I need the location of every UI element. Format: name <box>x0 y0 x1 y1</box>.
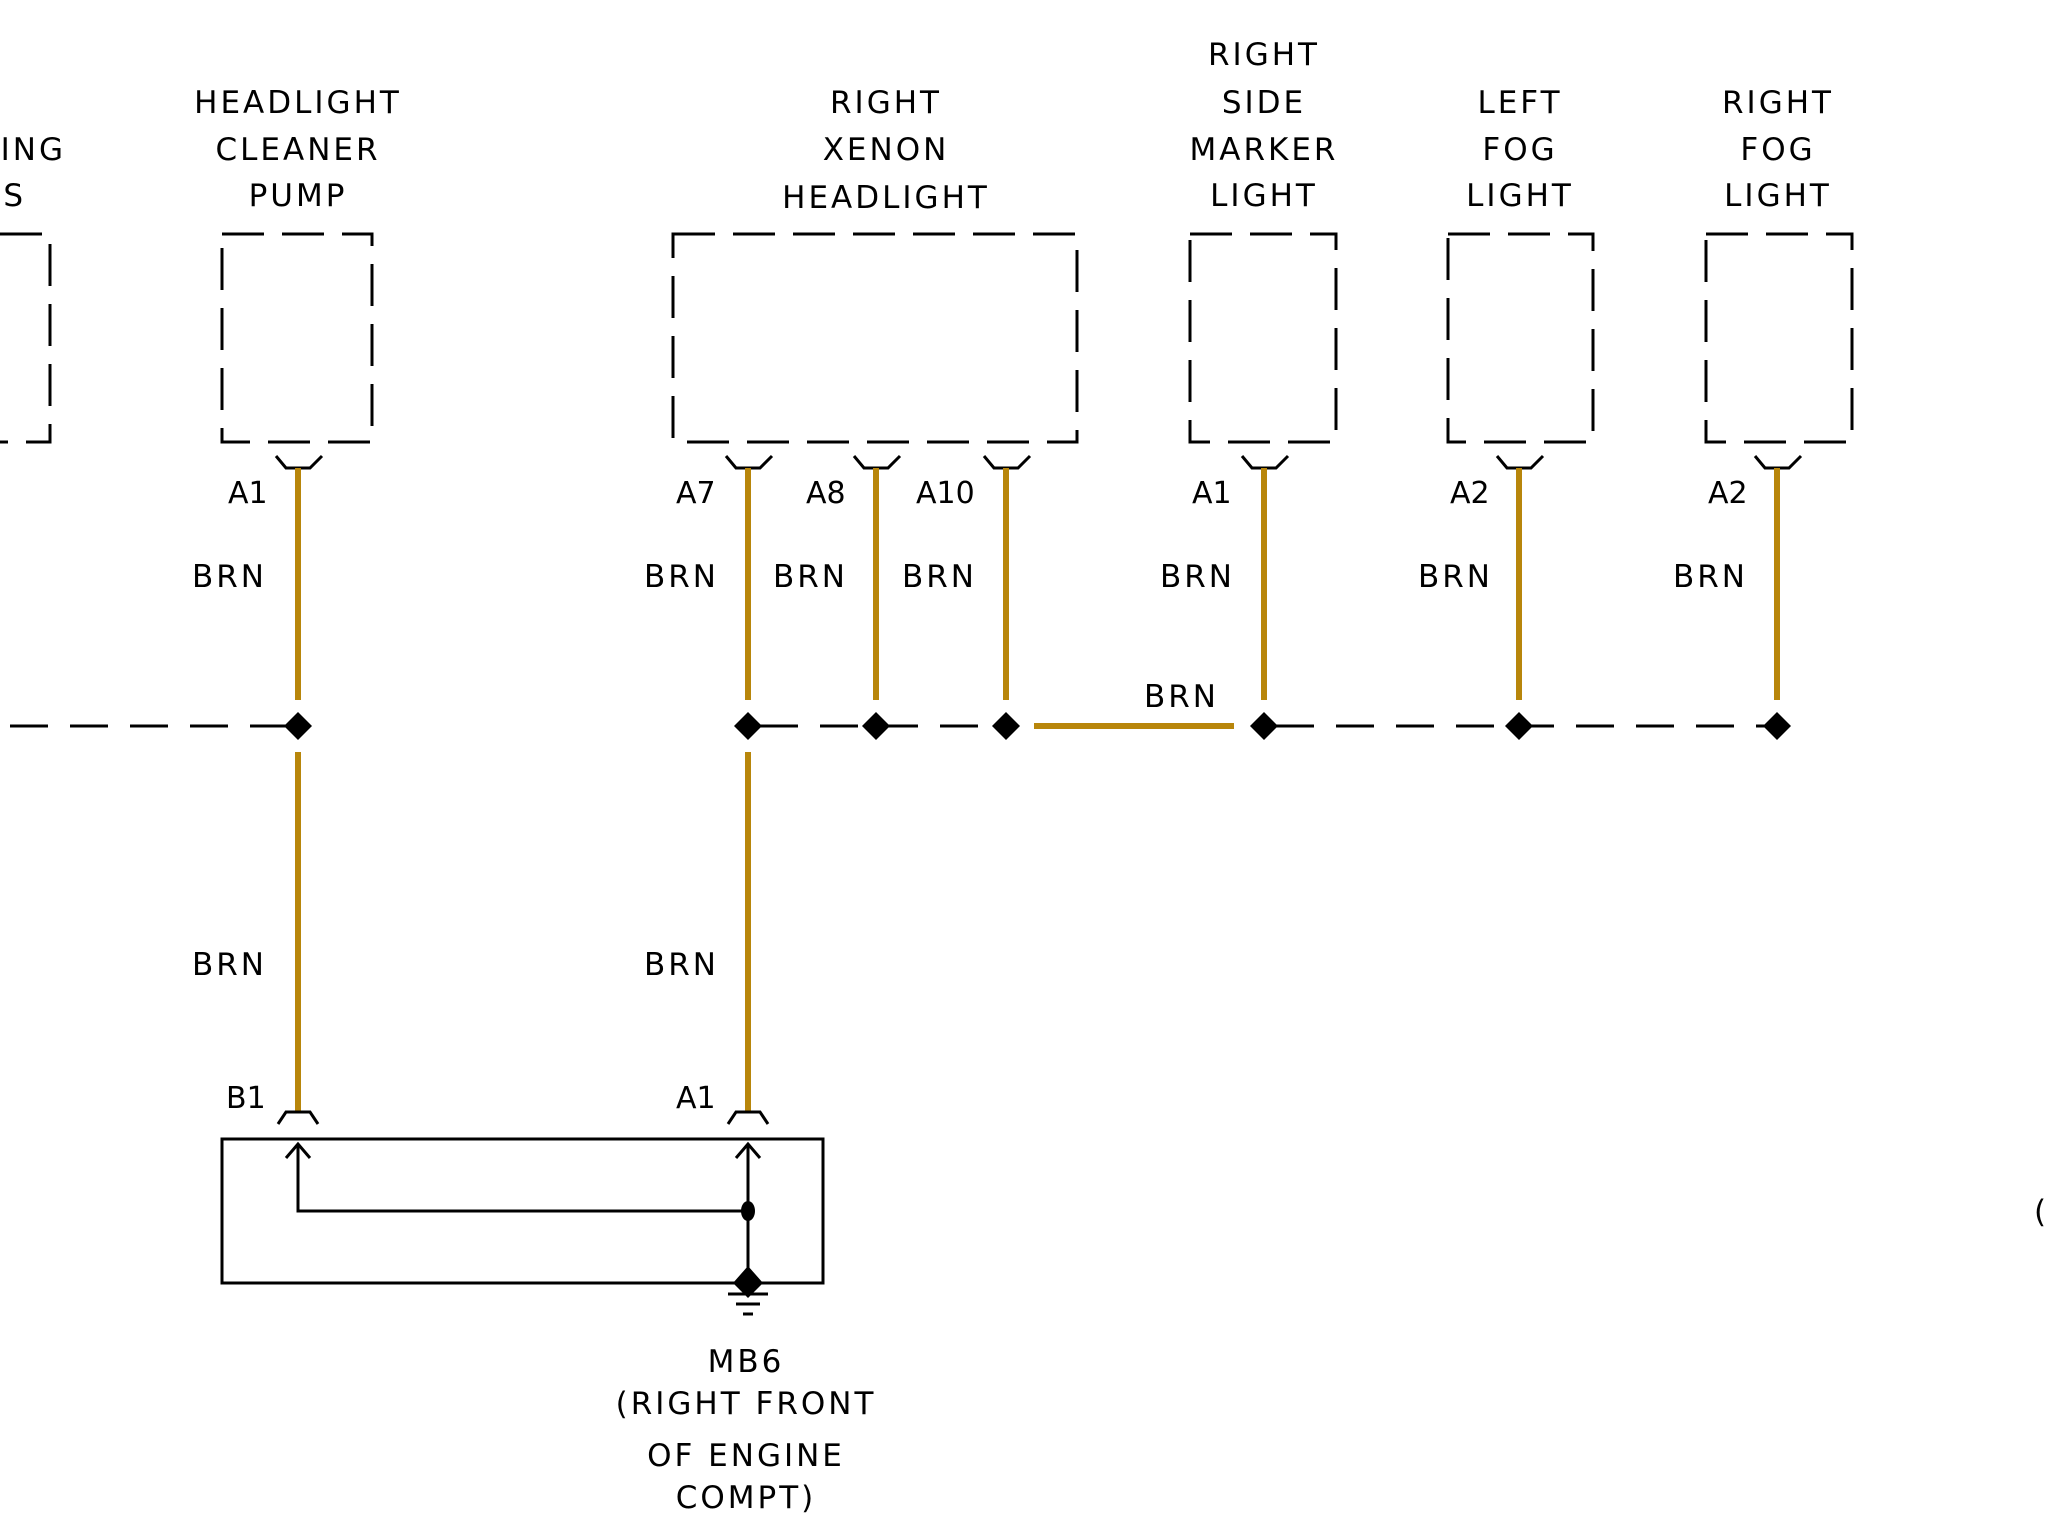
component-label: HEADLIGHT <box>194 85 402 121</box>
component-box <box>220 232 374 444</box>
pin-label: A1 <box>676 1081 716 1116</box>
component-right-fog-light[interactable]: RIGHT FOG LIGHT <box>1704 85 1854 444</box>
component-label: LIGHT <box>1466 178 1574 214</box>
connector-cup-icon <box>1240 454 1290 470</box>
component-label: LEFT <box>1477 85 1562 121</box>
component-left-fog-light[interactable]: LEFT FOG LIGHT <box>1446 85 1595 444</box>
component-box <box>1704 232 1854 444</box>
connector-cap-icon <box>726 1110 770 1125</box>
wire-color-label: BRN <box>192 947 267 983</box>
edge-fragment-text: ( <box>2034 1194 2048 1230</box>
ground-id: MB6 <box>708 1344 785 1380</box>
splice-node-icon <box>734 712 762 740</box>
wire-color-label: BRN <box>192 559 267 595</box>
component-label: RIGHT <box>1722 85 1834 121</box>
pin-label: A10 <box>916 476 975 511</box>
wire-color-label: BRN <box>1418 559 1493 595</box>
wire-color-label: BRN <box>644 559 719 595</box>
pin-label: A7 <box>676 476 716 511</box>
pin-label: A2 <box>1708 476 1748 511</box>
connector-cup-icon <box>852 454 902 470</box>
component-label: RIGHT <box>1208 37 1320 73</box>
component-box <box>671 232 1079 444</box>
connector-cup-icon <box>1753 454 1803 470</box>
component-box <box>1188 232 1338 444</box>
ground-module <box>220 1110 825 1316</box>
component-partial-left: ING S <box>0 132 66 444</box>
ground-location: OF ENGINE <box>647 1438 845 1474</box>
ground-location: COMPT) <box>676 1480 817 1516</box>
pin-label: A8 <box>806 476 846 511</box>
wire-color-label: BRN <box>644 947 719 983</box>
component-label: MARKER <box>1190 132 1339 168</box>
module-box <box>220 1137 825 1285</box>
connector-cup-icon <box>724 454 774 470</box>
splice-node-icon <box>1763 712 1791 740</box>
component-label: PUMP <box>249 178 348 214</box>
component-label: LIGHT <box>1210 178 1318 214</box>
internal-wire <box>296 1144 748 1213</box>
component-label: CLEANER <box>215 132 380 168</box>
wire-color-label: BRN <box>1673 559 1748 595</box>
splice-node-icon <box>1250 712 1278 740</box>
wire-color-label: BRN <box>773 559 848 595</box>
connector-cup-icon <box>274 454 324 470</box>
splice-node-icon <box>1505 712 1533 740</box>
component-label: S <box>3 178 26 214</box>
wire-color-label: BRN <box>1160 559 1235 595</box>
component-box <box>0 232 52 444</box>
component-label: ING <box>1 132 66 168</box>
wire-color-label: BRN <box>902 559 977 595</box>
pin-label: A1 <box>228 476 268 511</box>
pin-label: A2 <box>1450 476 1490 511</box>
component-label: XENON <box>823 132 950 168</box>
component-label: FOG <box>1740 132 1815 168</box>
component-right-side-marker-light[interactable]: RIGHT SIDE MARKER LIGHT <box>1188 37 1339 444</box>
component-label: RIGHT <box>830 85 942 121</box>
splice-node-icon <box>862 712 890 740</box>
junction-dot-icon <box>741 1201 755 1221</box>
component-label: HEADLIGHT <box>782 180 990 216</box>
component-headlight-cleaner-pump[interactable]: HEADLIGHT CLEANER PUMP <box>194 85 402 444</box>
connector-cup-icon <box>1495 454 1545 470</box>
component-label: SIDE <box>1222 85 1306 121</box>
connector-cup-icon <box>982 454 1032 470</box>
component-label: FOG <box>1482 132 1557 168</box>
wire-color-label: BRN <box>1144 679 1219 715</box>
ground-label: MB6 (RIGHT FRONT OF ENGINE COMPT) <box>616 1344 877 1516</box>
upper-wires <box>295 468 1780 700</box>
splice-bus: BRN <box>10 679 1791 740</box>
component-right-xenon-headlight[interactable]: RIGHT XENON HEADLIGHT <box>671 85 1079 444</box>
ground-location: (RIGHT FRONT <box>616 1386 877 1422</box>
pin-label: A1 <box>1192 476 1232 511</box>
splice-node-icon <box>992 712 1020 740</box>
component-label: LIGHT <box>1724 178 1832 214</box>
splice-node-icon <box>284 712 312 740</box>
component-box <box>1446 232 1595 444</box>
pin-label: B1 <box>226 1081 266 1116</box>
connector-symbols <box>274 454 1803 470</box>
ground-node-icon <box>733 1266 763 1298</box>
connector-cap-icon <box>276 1110 320 1125</box>
